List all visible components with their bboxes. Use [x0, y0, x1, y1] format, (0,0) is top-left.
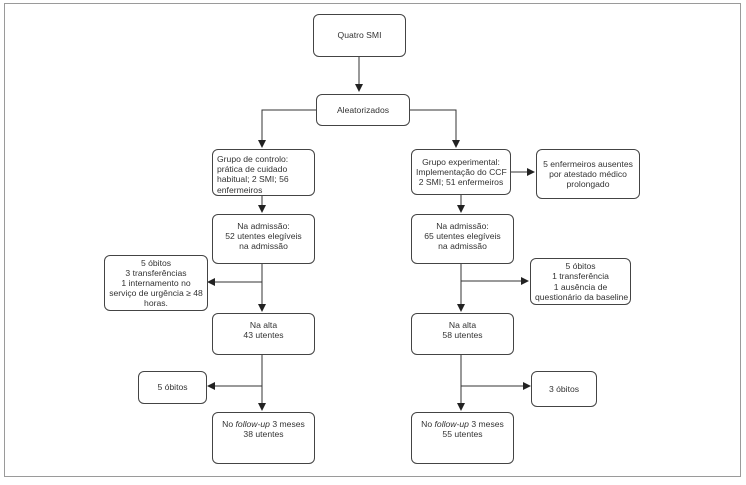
node-exp-admission-line: na admissão	[438, 241, 487, 252]
node-control-discharge-line: 43 utentes	[243, 330, 284, 341]
node-control-exclusions-1-line: 3 transferências	[125, 267, 187, 278]
node-exp-discharge: Na alta 58 utentes	[411, 313, 514, 355]
node-exp-exclusions-1-line: 1 ausência de	[553, 281, 608, 292]
node-control-admission-line: 52 utentes elegíveis	[225, 231, 302, 242]
node-experimental-group-line: Grupo experimental:	[422, 156, 500, 167]
node-exp-exclusions-1-line: 1 transferência	[552, 271, 609, 282]
arrow-randomized-to-control	[258, 109, 316, 148]
node-control-admission-line: Na admissão:	[237, 221, 290, 231]
followup-suffix: 3 meses	[269, 419, 305, 429]
node-exp-discharge-line: 58 utentes	[442, 330, 483, 341]
node-control-exclusions-1-line: 1 internamento no	[121, 277, 191, 288]
node-control-group-line: enfermeiros	[217, 184, 263, 195]
node-experimental-group: Grupo experimental: Implementação do CCF…	[411, 149, 511, 195]
node-absent-nurses: 5 enfermeiros ausentes por atestado médi…	[536, 149, 640, 199]
node-exp-discharge-line: Na alta	[448, 320, 477, 330]
node-exp-exclusions-1-line: questionário da baseline	[535, 291, 629, 302]
node-control-followup-line-1: No follow-up 3 meses	[217, 419, 310, 429]
node-control-exclusions-2: 5 óbitos	[138, 371, 207, 404]
node-exp-followup-line-1: No follow-up 3 meses	[416, 419, 509, 429]
node-control-group-line: prática de cuidado	[217, 164, 288, 175]
node-randomized: Aleatorizados	[316, 94, 410, 126]
node-exp-admission-line: 65 utentes elegíveis	[424, 231, 501, 242]
followup-italic: follow-up	[235, 419, 270, 429]
followup-prefix: No	[222, 419, 236, 429]
node-absent-nurses-line: prolongado	[566, 179, 610, 190]
node-four-smi: Quatro SMI	[313, 14, 406, 57]
node-control-group-line: habitual; 2 SMI; 56	[217, 174, 289, 185]
node-exp-followup: No follow-up 3 meses 55 utentes	[411, 412, 514, 464]
node-exp-exclusions-2-line: 3 óbitos	[548, 383, 580, 394]
node-control-exclusions-1-line: horas.	[144, 298, 168, 309]
node-control-group-line: Grupo de controlo:	[217, 154, 289, 164]
node-exp-admission-line: Na admissão:	[436, 221, 489, 231]
node-control-admission-line: na admissão	[239, 241, 288, 252]
node-experimental-group-line: Implementação do CCF	[416, 166, 507, 177]
node-absent-nurses-line: 5 enfermeiros ausentes	[543, 158, 633, 169]
node-experimental-group-line: 2 SMI; 51 enfermeiros	[418, 177, 504, 188]
node-exp-exclusions-1: 5 óbitos 1 transferência 1 ausência de q…	[530, 258, 631, 305]
node-control-exclusions-2-line: 5 óbitos	[157, 382, 188, 393]
node-exp-followup-line-2: 55 utentes	[442, 429, 483, 440]
figure-frame	[4, 3, 741, 477]
node-control-followup: No follow-up 3 meses 38 utentes	[212, 412, 315, 464]
node-control-exclusions-1: 5 óbitos 3 transferências 1 internamento…	[104, 255, 208, 311]
followup-prefix: No	[421, 419, 435, 429]
node-control-followup-line-2: 38 utentes	[243, 429, 284, 440]
node-four-smi-label: Quatro SMI	[337, 30, 382, 41]
followup-suffix: 3 meses	[468, 419, 504, 429]
node-control-exclusions-1-line: serviço de urgência ≥ 48	[109, 288, 203, 299]
node-absent-nurses-line: por atestado médico	[549, 168, 627, 179]
node-control-admission: Na admissão: 52 utentes elegíveis na adm…	[212, 214, 315, 264]
node-exp-admission: Na admissão: 65 utentes elegíveis na adm…	[411, 214, 514, 264]
node-exp-exclusions-1-line: 5 óbitos	[565, 261, 596, 272]
node-control-discharge: Na alta 43 utentes	[212, 313, 315, 355]
node-randomized-label: Aleatorizados	[336, 104, 390, 115]
followup-italic: follow-up	[434, 419, 469, 429]
node-exp-exclusions-2: 3 óbitos	[531, 371, 597, 407]
arrow-randomized-to-experimental	[410, 109, 460, 148]
node-control-discharge-line: Na alta	[249, 320, 278, 330]
node-control-exclusions-1-line: 5 óbitos	[140, 257, 172, 268]
node-control-group: Grupo de controlo: prática de cuidado ha…	[212, 149, 315, 196]
